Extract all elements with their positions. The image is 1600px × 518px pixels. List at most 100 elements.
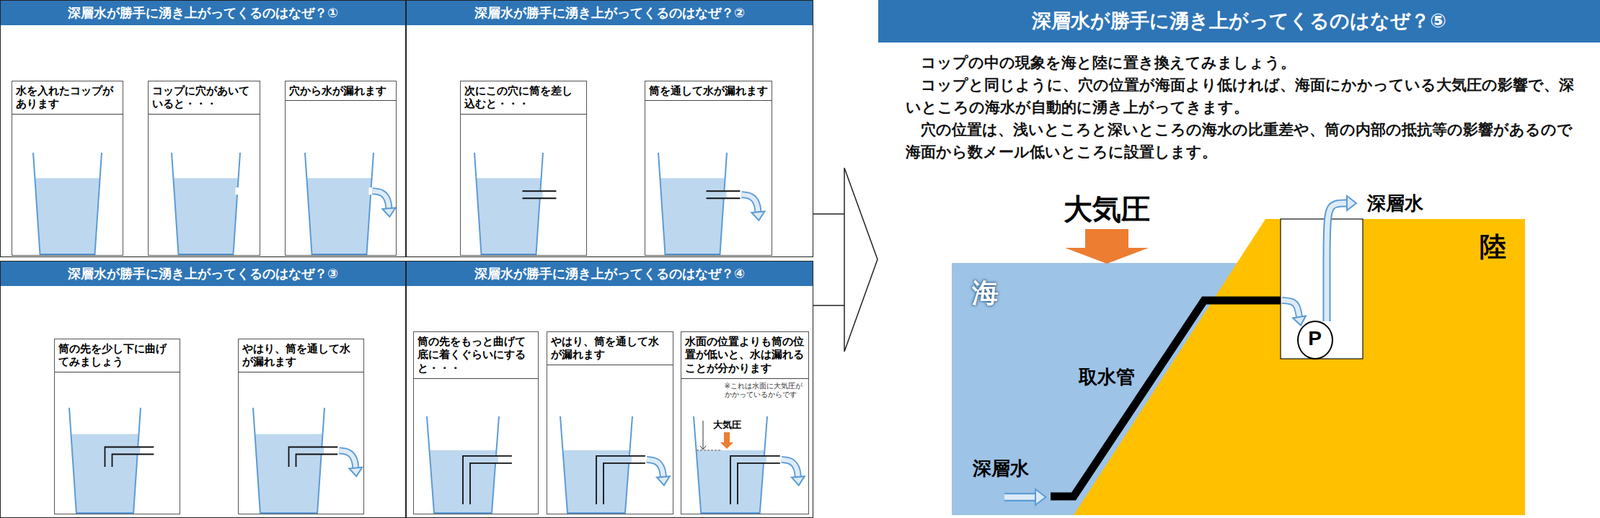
cup-outline <box>305 152 374 255</box>
flow-arrow-body <box>741 194 758 212</box>
flow-arrow-outline <box>372 191 389 209</box>
caption-text: やはり、筒を通して水が漏れます <box>238 339 364 374</box>
flow-arrow-body <box>1282 300 1300 318</box>
caption-text: 次にこの穴に筒を差し込むと・・・ <box>460 81 587 116</box>
cup <box>693 416 805 514</box>
wall-opening <box>762 456 767 464</box>
wall-opening <box>493 456 499 464</box>
cup <box>69 408 154 514</box>
note-text: ※これは水面に大気圧がかかっているからです <box>724 382 806 401</box>
step-panel: 深層水が勝手に湧き上がってくるのはなぜ？③ 筒の先を少し下に曲げてみましょう やはり… <box>0 261 406 518</box>
cup-water <box>34 178 100 255</box>
caption-box: やはり、筒を通して水が漏れます <box>237 338 365 515</box>
cup <box>253 408 362 514</box>
flow-arrow-outline <box>1326 203 1347 322</box>
tube-wall <box>522 197 557 200</box>
panel-title: 深層水が勝手に湧き上がってくるのはなぜ？① <box>0 0 406 26</box>
caption-box: 筒の先をもっと曲げて底に着くぐらいにすると・・・ <box>413 331 539 515</box>
caption-box: 水面の位置よりも筒の位置が低いと、水は漏れることが分かります ※これは水面に大気圧… <box>680 331 810 515</box>
flow-arrow-head <box>751 211 765 221</box>
panel-title: 深層水が勝手に湧き上がってくるのはなぜ？② <box>406 0 813 26</box>
tube-wall <box>470 463 512 505</box>
flow-arrow-outline <box>338 451 356 469</box>
cup <box>474 152 556 255</box>
cup <box>426 416 512 514</box>
tube-wall <box>296 454 339 468</box>
flow-arrow-outline <box>1282 300 1300 318</box>
flow-connector <box>813 305 845 307</box>
flow-connector <box>813 213 845 215</box>
land <box>1073 219 1526 516</box>
flow-arrow-head <box>382 208 396 218</box>
cup-water <box>70 434 139 515</box>
flow-arrow-head <box>1035 489 1046 506</box>
caption-box: 筒を通して水が漏れます <box>644 80 773 256</box>
explanation-text: コップと同じように、穴の位置が海面より低ければ、海面にかかっている大気圧の影響で… <box>878 73 1600 119</box>
step-panel: 深層水が勝手に湧き上がってくるのはなぜ？④筒の先をもっと曲げて底に着くぐらいにす… <box>405 261 814 518</box>
cup-outline <box>658 152 727 255</box>
flow-arrow-body <box>646 460 664 478</box>
flow-arrow-head <box>348 467 362 477</box>
explanation-text: コップの中の現象を海と陸に置き換えてみましょう。 <box>878 51 1600 74</box>
tube-wall <box>596 456 646 505</box>
explanation-text: 穴の位置は、浅いところと深いところの海水の比重差や、筒の内部の抵抗等の影響がある… <box>878 118 1600 163</box>
flow-arrow-head <box>791 476 805 486</box>
caption-text: コップに穴があいていると・・・ <box>148 81 260 116</box>
flow-arrow-outline <box>781 460 799 478</box>
intake-pipe <box>1050 300 1281 497</box>
flow-arrow-body <box>781 460 799 478</box>
pump-circle: P <box>1297 320 1334 360</box>
flow-arrow-outline <box>741 194 758 212</box>
wall-opening <box>537 191 543 199</box>
cup-water <box>173 178 238 255</box>
deep-water-label: 深層水 <box>972 456 1029 482</box>
flow-arrow-outline <box>1004 493 1036 502</box>
tube-wall <box>105 447 155 468</box>
tube-wall <box>737 463 781 505</box>
deep-water-label: 深層水 <box>1367 191 1424 217</box>
caption-box: 次にこの穴に筒を差し込むと・・・ <box>460 80 587 256</box>
caption-text: 穴から水が漏れます <box>285 81 396 102</box>
tube-wall <box>462 456 512 505</box>
flow-arrow-head <box>656 476 670 486</box>
flow-arrow-outline <box>646 460 664 478</box>
caption-text: 水面の位置よりも筒の位置が低いと、水は漏れることが分かります <box>681 332 809 380</box>
flow-arrow-body <box>1326 203 1347 322</box>
flow-arrow-head <box>1346 196 1357 211</box>
wall-opening <box>627 456 632 464</box>
cup-water <box>306 178 372 255</box>
pressure-arrow <box>720 432 734 450</box>
tube-wall <box>706 190 741 192</box>
caption-text: やはり、筒を通して水が漏れます <box>547 332 673 367</box>
tube-wall <box>603 463 646 505</box>
step-panel: 深層水が勝手に湧き上がってくるのはなぜ？① 水を入れたコップがありますコップに穴が… <box>0 0 406 258</box>
height-mark-head <box>700 446 706 450</box>
flow-arrow-body <box>338 451 356 469</box>
cup <box>560 416 670 514</box>
cup <box>171 152 241 255</box>
cup <box>33 152 102 255</box>
pump-pit <box>1280 219 1363 360</box>
cup-water <box>475 178 541 255</box>
wall-opening <box>721 191 727 199</box>
cup-outline <box>474 152 543 255</box>
water-level-mark <box>696 449 722 451</box>
caption-text: 筒の先をもっと曲げて底に着くぐらいにすると・・・ <box>413 332 538 380</box>
height-mark <box>703 421 704 450</box>
cup <box>658 152 765 255</box>
pipe-label: 取水管 <box>1078 364 1135 391</box>
caption-box: コップに穴があいていると・・・ <box>147 80 261 256</box>
pressure-arrow <box>1064 229 1149 264</box>
caption-box: やはり、筒を通して水が漏れます <box>546 331 674 515</box>
caption-box: 筒の先を少し下に曲げてみましょう <box>54 338 181 515</box>
caption-text: 水を入れたコップがあります <box>12 81 123 116</box>
cup-hole <box>235 187 240 195</box>
caption-text: 筒の先を少し下に曲げてみましょう <box>54 339 180 374</box>
caption-box: 穴から水が漏れます <box>284 80 397 256</box>
wall-opening <box>319 447 324 455</box>
land-label: 陸 <box>1479 229 1507 266</box>
tube-wall <box>706 197 741 200</box>
panel-title: 深層水が勝手に湧き上がってくるのはなぜ？③ <box>0 261 406 287</box>
pressure-label: 大気圧 <box>1063 189 1151 230</box>
tube-wall <box>730 456 781 505</box>
